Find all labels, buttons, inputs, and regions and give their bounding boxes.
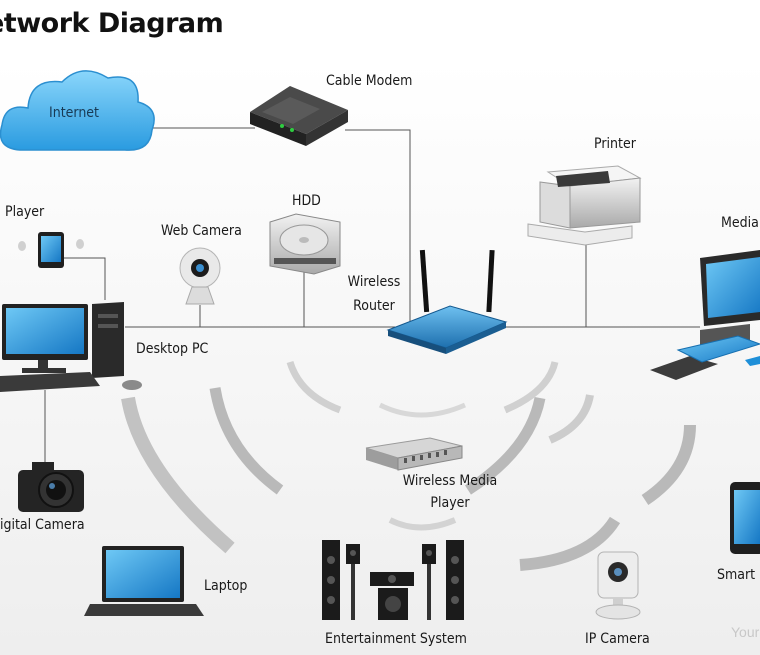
web-camera-label: Web Camera [161,223,242,239]
wireless-arc [286,360,342,414]
laptop-label: Laptop [204,578,248,594]
player-label: Player [5,204,45,220]
wired-connections [44,127,700,462]
modem-router-wire [345,129,411,325]
digital-camera-label: igital Camera [0,517,85,533]
wireless-media-player-label-line2: Player [430,495,470,511]
wireless-arc [641,424,696,505]
ip-camera-icon [595,551,641,620]
speaker-system-icon [322,540,464,620]
digital-camera-icon [18,462,84,512]
smart-label: Smart [717,567,756,583]
cable-modem-label: Cable Modem [326,73,413,89]
cloud-icon [0,70,155,151]
wireless-media-player-icon [365,437,463,471]
printer-icon [527,165,642,246]
wireless-arc [503,361,559,414]
wireless-arc [519,516,621,571]
wireless-router-icon [386,249,508,354]
wireless-arc [548,394,594,444]
media-computer-icon [650,250,760,380]
printer-label: Printer [594,136,636,152]
wireless-arc [121,396,235,554]
laptop-icon [84,546,204,616]
desktop-pc-label: Desktop PC [136,341,209,357]
player-wire [63,257,106,300]
wireless-router-label-line2: Router [353,298,395,314]
cable-modem-icon [250,86,348,146]
desktop-pc-icon [0,302,142,392]
hdd-label: HDD [292,193,321,209]
smartphone-icon [730,482,760,554]
media-player-icon [18,232,84,268]
wireless-router-label-line1: Wireless [347,274,401,290]
wireless-signal-arcs [121,360,696,571]
hard-drive-icon [269,213,341,275]
wireless-arc [209,387,284,495]
watermark: Your [731,624,760,640]
wireless-arc [378,402,467,418]
wireless-arc [388,517,457,531]
wireless-media-player-label-line1: Wireless Media [402,473,498,489]
internet-label: Internet [49,105,99,121]
media-label: Media [721,215,759,231]
diagram-title: etwork Diagram [0,8,224,39]
entertainment-system-label: Entertainment System [325,631,467,647]
ip-camera-label: IP Camera [585,631,650,647]
wireless-arc [465,396,546,495]
web-camera-icon [179,247,221,305]
